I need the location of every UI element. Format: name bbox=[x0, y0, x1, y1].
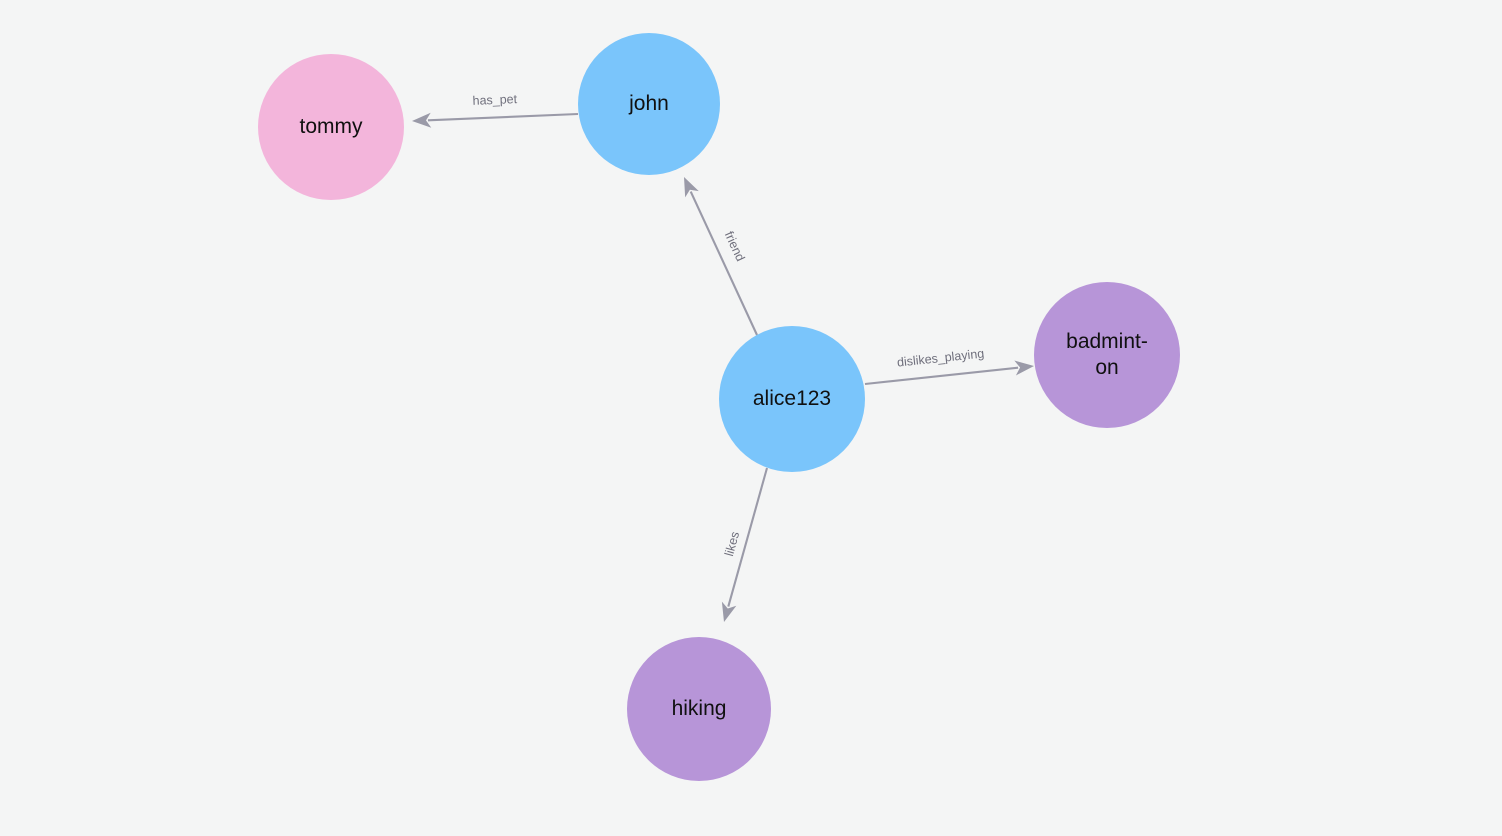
edge-arrowhead-icon bbox=[721, 601, 737, 622]
graph-node-alice123[interactable]: alice123 bbox=[719, 326, 865, 472]
graph-edge[interactable]: has_pet bbox=[412, 92, 579, 128]
edge-arrowhead-icon bbox=[412, 112, 432, 128]
edge-label: likes bbox=[722, 530, 742, 558]
edge-arrowhead-icon bbox=[684, 177, 699, 198]
edge-line bbox=[427, 112, 579, 122]
graph-edge[interactable]: dislikes_playing bbox=[864, 346, 1034, 386]
graph-node-badminton[interactable]: badmint-on bbox=[1034, 282, 1180, 428]
node-circle[interactable] bbox=[578, 33, 720, 175]
graph-node-tommy[interactable]: tommy bbox=[258, 54, 404, 200]
edge-label: has_pet bbox=[472, 92, 518, 108]
graph-node-hiking[interactable]: hiking bbox=[627, 637, 771, 781]
edge-label: friend bbox=[722, 229, 748, 263]
node-circle[interactable] bbox=[719, 326, 865, 472]
edge-arrowhead-icon bbox=[1014, 360, 1034, 376]
graph-edge[interactable]: friend bbox=[684, 177, 758, 336]
graph-node-john[interactable]: john bbox=[578, 33, 720, 175]
edge-line bbox=[689, 191, 758, 336]
nodes-layer: tommy john alice123 badmint-on hiking bbox=[258, 33, 1180, 781]
edge-line bbox=[864, 366, 1019, 386]
node-circle[interactable] bbox=[258, 54, 404, 200]
edge-line bbox=[727, 467, 769, 607]
edge-label: dislikes_playing bbox=[896, 346, 985, 369]
node-circle[interactable] bbox=[1034, 282, 1180, 428]
node-circle[interactable] bbox=[627, 637, 771, 781]
graph-edge[interactable]: likes bbox=[721, 467, 769, 622]
